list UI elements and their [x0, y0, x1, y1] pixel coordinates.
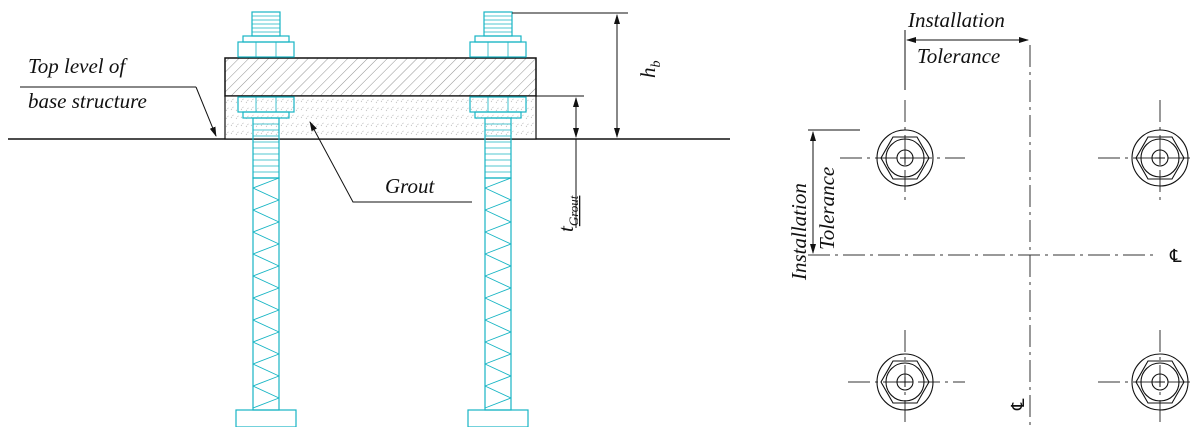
base-plate [224, 57, 537, 97]
tgrout-label: tGrout [554, 195, 581, 232]
tol-h-label-line2: Tolerance [917, 44, 1000, 68]
hb-label: hb [636, 61, 664, 79]
tol-h-label-line1: Installation [907, 8, 1005, 32]
top-level-label-line1: Top level of [28, 54, 128, 78]
tol-v-label-line1: Installation [787, 183, 811, 281]
grout-leader [309, 121, 472, 203]
tol-v-label-line2: Tolerance [815, 167, 839, 250]
top-level-label-line2: base structure [28, 89, 147, 113]
anchor-bolt-right [467, 11, 529, 427]
grout-label: Grout [385, 174, 436, 198]
plan-view: ℄ ℄ [787, 8, 1195, 427]
tgrout-label-main: t [554, 225, 578, 232]
hb-label-sub: b [649, 61, 664, 68]
tgrout-label-sub: Grout [566, 195, 581, 226]
bolt-plan-top-right [1131, 129, 1189, 187]
hb-label-main: h [636, 68, 660, 79]
bolt-plan-top-left [876, 129, 934, 187]
centerline-symbol-horizontal: ℄ [1169, 246, 1182, 267]
centerline-symbol-vertical: ℄ [1008, 398, 1029, 411]
bolt-plan-bottom-left [876, 353, 934, 411]
section-view: Top level of base structure Grout hb tGr… [8, 11, 730, 427]
anchor-bolt-left [235, 11, 297, 427]
bolt-plan-bottom-right [1131, 353, 1189, 411]
top-level-leader [195, 86, 217, 137]
